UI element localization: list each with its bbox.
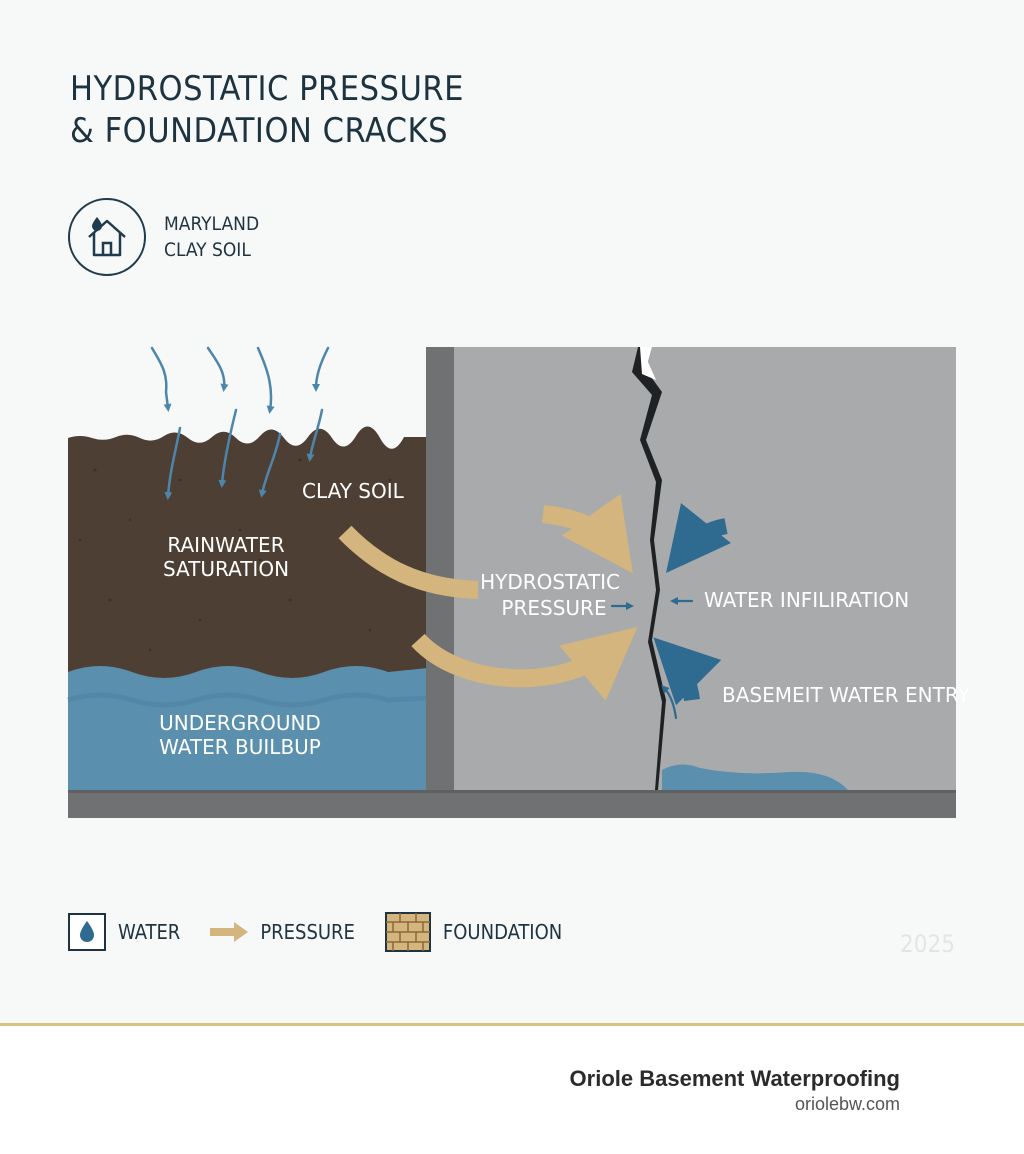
rain-arrows <box>150 346 330 500</box>
brand-name: Oriole Basement Waterproofing <box>569 1066 900 1091</box>
clay-soil-label: CLAY SOIL <box>302 479 405 503</box>
underground-label-2: WATER BUILBUP <box>159 735 321 759</box>
brand-url[interactable]: oriolebw.com <box>794 1094 900 1114</box>
brick-icon <box>384 912 431 952</box>
page-title: HYDROSTATIC PRESSURE & FOUNDATION CRACKS <box>70 68 464 152</box>
footer <box>0 1026 1024 1154</box>
hydrostatic-label-2: PRESSURE <box>501 596 606 620</box>
basement-puddle <box>662 764 848 790</box>
rainwater-label-2: SATURATION <box>163 557 289 581</box>
year-watermark: 2025 <box>900 930 955 958</box>
pressure-arrow-icon <box>210 920 249 944</box>
legend-label-pressure: PRESSURE <box>260 920 355 944</box>
foundation-wall-edge <box>426 347 454 790</box>
rainwater-label-1: RAINWATER <box>167 533 284 557</box>
legend: WATER PRESSURE FOUNDATION <box>68 912 592 952</box>
location-badge: MARYLAND CLAY SOIL <box>68 198 259 276</box>
hydrostatic-label-1: HYDROSTATIC <box>480 570 620 594</box>
badge-line-2: CLAY SOIL <box>164 239 251 261</box>
title-line-2: & FOUNDATION CRACKS <box>70 111 449 151</box>
house-water-drop-icon <box>68 198 146 276</box>
clay-soil-layer <box>68 426 428 680</box>
legend-item-foundation: FOUNDATION <box>384 912 563 952</box>
underground-label-1: UNDERGROUND <box>159 711 321 735</box>
water-infiltration-label: WATER INFILIRATION <box>704 588 909 612</box>
infiltration-arrows <box>653 503 731 706</box>
legend-item-pressure: PRESSURE <box>210 920 355 944</box>
pressure-arrows <box>338 493 638 701</box>
legend-label-water: WATER <box>118 920 181 944</box>
title-line-1: HYDROSTATIC PRESSURE <box>70 69 464 109</box>
basement-entry-label: BASEMEIT WATER ENTRY <box>722 683 970 707</box>
legend-label-foundation: FOUNDATION <box>442 920 563 944</box>
badge-line-1: MARYLAND <box>164 213 260 235</box>
brand-block: Oriole Basement Waterproofing oriolebw.c… <box>570 1066 900 1115</box>
floor-slab <box>68 790 956 818</box>
water-drop-icon <box>68 913 106 951</box>
foundation-wall <box>454 347 956 790</box>
footer-divider <box>0 1023 1024 1026</box>
legend-item-water: WATER <box>68 913 180 951</box>
